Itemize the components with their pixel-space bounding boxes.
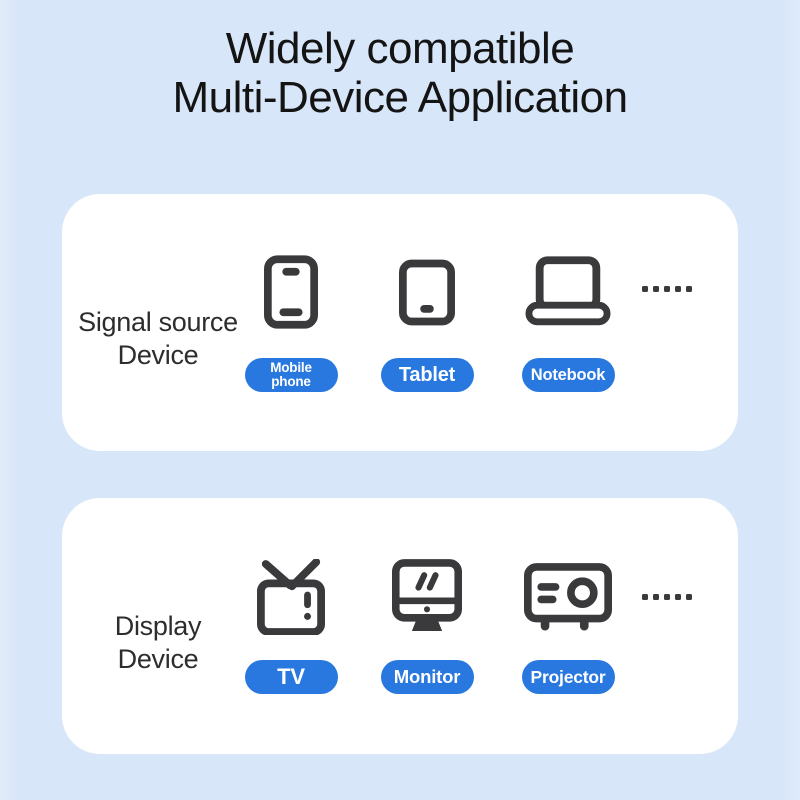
tv-badge: TV xyxy=(244,660,338,694)
signal-source-label-line2: Device xyxy=(117,340,199,370)
mobile-phone-icon xyxy=(226,250,356,334)
projector-badge: Projector xyxy=(521,660,615,694)
projector-icon xyxy=(503,554,633,640)
mobile-phone-badge-line2: phone xyxy=(271,374,311,389)
page-title: Widely compatible Multi-Device Applicati… xyxy=(0,24,800,122)
signal-source-label: Signal source Device xyxy=(62,306,254,372)
tablet-item: Tablet xyxy=(362,250,492,392)
display-device-label: Display Device xyxy=(62,610,254,676)
mobile-phone-badge: Mobile phone xyxy=(244,358,338,392)
notebook-badge: Notebook xyxy=(521,358,615,392)
monitor-icon xyxy=(362,554,492,640)
ellipsis-dots-icon xyxy=(602,286,732,292)
tablet-icon xyxy=(362,250,492,334)
signal-source-card: Signal source Device Mobile phone xyxy=(62,194,738,451)
display-device-label-line2: Device xyxy=(117,644,199,674)
display-device-label-line1: Display xyxy=(114,611,202,641)
display-device-card: Display Device TV xyxy=(62,498,738,754)
monitor-item: Monitor xyxy=(362,554,492,694)
page-title-line2: Multi-Device Application xyxy=(172,73,628,122)
tv-icon xyxy=(226,554,356,640)
tablet-badge: Tablet xyxy=(380,358,474,392)
tv-item: TV xyxy=(226,554,356,694)
mobile-phone-item: Mobile phone xyxy=(226,250,356,392)
notebook-icon xyxy=(503,250,633,334)
mobile-phone-badge-line1: Mobile xyxy=(270,359,312,375)
page-title-line1: Widely compatible xyxy=(225,24,575,73)
projector-item: Projector xyxy=(503,554,633,694)
monitor-badge: Monitor xyxy=(380,660,474,694)
notebook-item: Notebook xyxy=(503,250,633,392)
signal-source-label-line1: Signal source xyxy=(78,307,238,337)
ellipsis-dots-icon xyxy=(602,594,732,600)
